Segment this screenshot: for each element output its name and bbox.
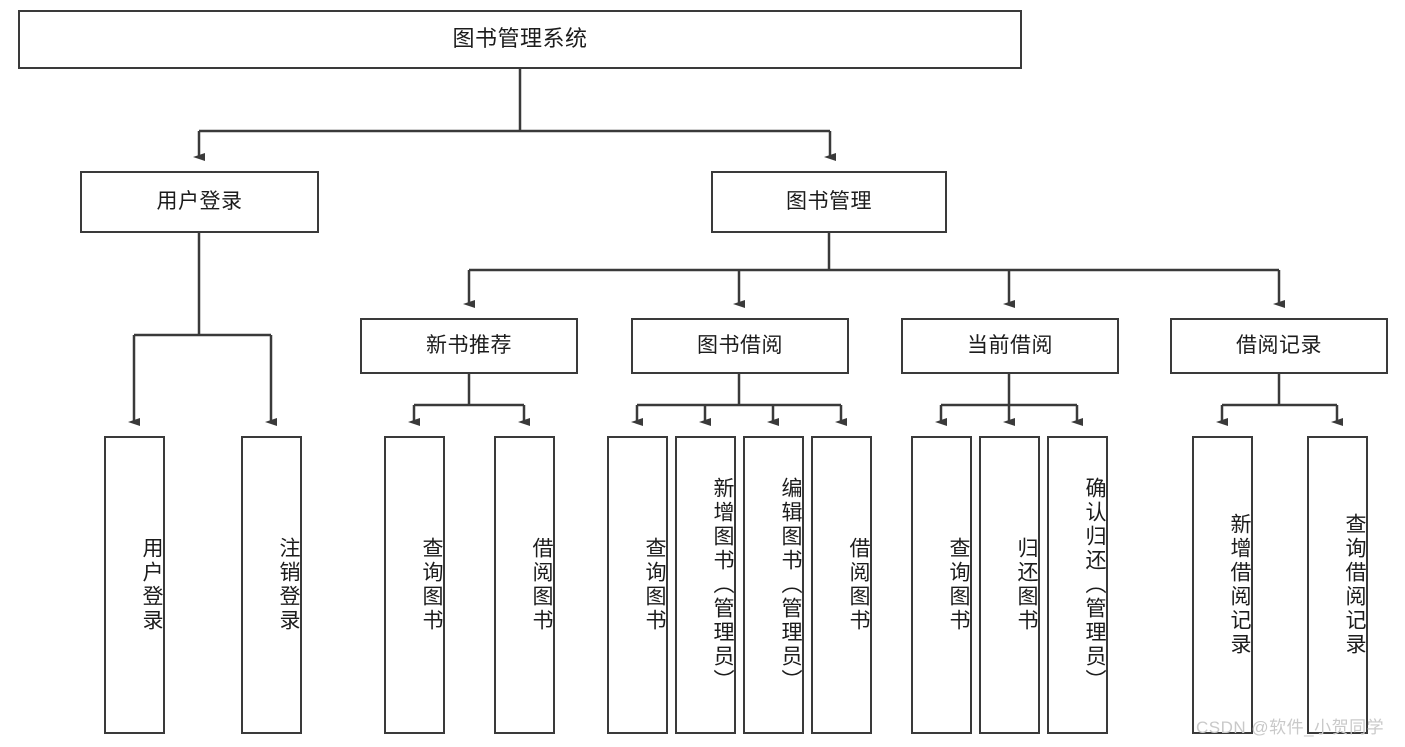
node-label: 归还图书 xyxy=(1015,537,1038,633)
leaf-borrow-record-query-record[interactable]: 查询借阅记录 xyxy=(1307,436,1368,734)
leaf-new-book-query-book[interactable]: 查询图书 xyxy=(384,436,445,734)
node-new-book-recommend[interactable]: 新书推荐 xyxy=(360,318,578,374)
node-label: 用户登录 xyxy=(156,190,243,214)
node-label: 注销登录 xyxy=(277,537,300,633)
leaf-current-borrow-confirm-return-admin[interactable]: 确认归还（管理员） xyxy=(1047,436,1108,734)
leaf-current-borrow-query-book[interactable]: 查询图书 xyxy=(911,436,972,734)
node-label: 当前借阅 xyxy=(967,334,1053,358)
leaf-book-borrow-query-book[interactable]: 查询图书 xyxy=(607,436,668,734)
node-label: 借阅记录 xyxy=(1236,334,1322,358)
node-label: 图书借阅 xyxy=(697,334,783,358)
node-label: 查询图书 xyxy=(643,537,666,633)
node-borrow-record[interactable]: 借阅记录 xyxy=(1170,318,1388,374)
leaf-new-book-borrow-book[interactable]: 借阅图书 xyxy=(494,436,555,734)
leaf-book-borrow-borrow-book[interactable]: 借阅图书 xyxy=(811,436,872,734)
node-label: 用户登录 xyxy=(140,537,163,633)
node-root-book-management-system[interactable]: 图书管理系统 xyxy=(18,10,1022,69)
node-book-borrow[interactable]: 图书借阅 xyxy=(631,318,849,374)
node-current-borrow[interactable]: 当前借阅 xyxy=(901,318,1119,374)
node-label: 图书管理系统 xyxy=(452,26,588,52)
node-label: 借阅图书 xyxy=(530,537,553,633)
leaf-book-borrow-edit-book-admin[interactable]: 编辑图书（管理员） xyxy=(743,436,804,734)
node-label: 借阅图书 xyxy=(847,537,870,633)
leaf-borrow-record-add-record[interactable]: 新增借阅记录 xyxy=(1192,436,1253,734)
leaf-book-borrow-add-book-admin[interactable]: 新增图书（管理员） xyxy=(675,436,736,734)
node-label: 图书管理 xyxy=(786,190,872,214)
node-label: 新增图书（管理员） xyxy=(711,477,734,693)
csdn-watermark: CSDN @软件_小贺同学 xyxy=(1196,718,1385,737)
node-label: 新书推荐 xyxy=(426,334,512,358)
node-label: 查询图书 xyxy=(947,537,970,633)
node-label: 新增借阅记录 xyxy=(1228,513,1251,657)
node-label: 查询借阅记录 xyxy=(1343,513,1366,657)
node-book-management[interactable]: 图书管理 xyxy=(711,171,947,233)
node-user-login[interactable]: 用户登录 xyxy=(80,171,319,233)
leaf-user-login-logout[interactable]: 注销登录 xyxy=(241,436,302,734)
leaf-current-borrow-return-book[interactable]: 归还图书 xyxy=(979,436,1040,734)
node-label: 查询图书 xyxy=(420,537,443,633)
leaf-user-login-login[interactable]: 用户登录 xyxy=(104,436,165,734)
node-label: 编辑图书（管理员） xyxy=(779,477,802,693)
node-label: 确认归还（管理员） xyxy=(1083,477,1106,693)
